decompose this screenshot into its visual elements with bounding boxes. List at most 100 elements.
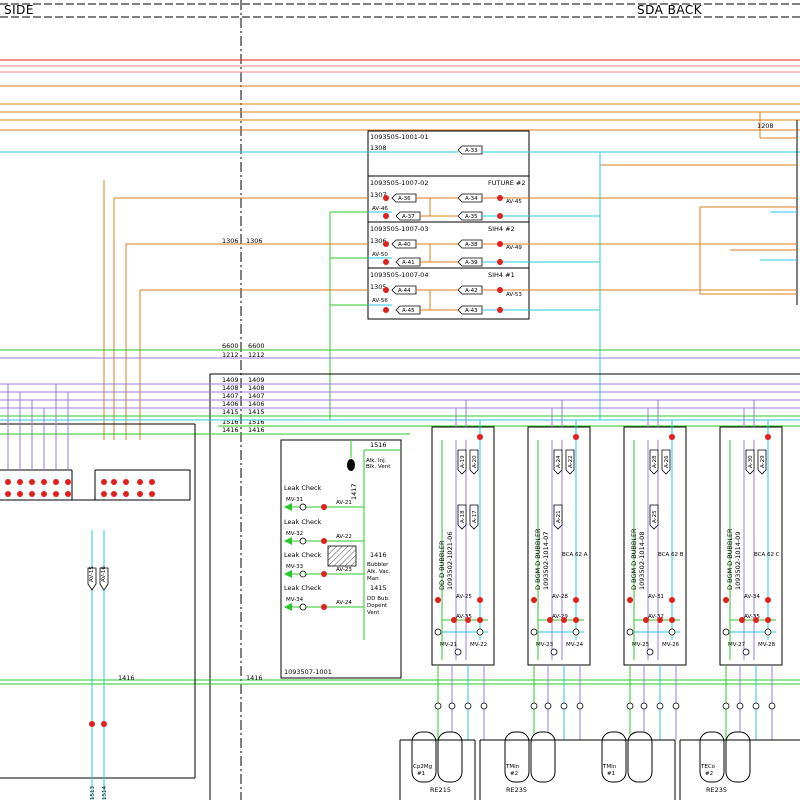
bubbler-av: AV-35 bbox=[456, 614, 472, 620]
bubbler-name: DD D BUBBLER bbox=[438, 540, 446, 590]
leak-check-2: Leak Check bbox=[284, 518, 322, 526]
label-1408-b: 1408 bbox=[248, 384, 265, 392]
tag-a38: A-38 bbox=[465, 242, 478, 248]
valve-dot bbox=[65, 479, 71, 485]
mv-34: MV-34 bbox=[286, 597, 304, 603]
bubbler-text-1: Bubbler bbox=[367, 562, 389, 568]
valve-dot bbox=[465, 617, 471, 623]
bubbler-name: D BGM D BUBBLER bbox=[534, 528, 542, 590]
tag-a35: A-35 bbox=[465, 214, 478, 220]
leak-panel-1415: 1415 bbox=[370, 584, 387, 592]
fitting bbox=[530, 628, 538, 636]
valve-dot bbox=[765, 597, 771, 603]
tag-marker bbox=[469, 449, 479, 475]
bubbler-name: D BGM D BUBBLER bbox=[630, 528, 638, 590]
bubbler-mv: MV-21 bbox=[440, 642, 457, 648]
valve-dot bbox=[477, 617, 483, 623]
label-1212-a: 1212 bbox=[222, 351, 239, 359]
fitting bbox=[576, 702, 584, 710]
left-tag-1: AV-15 bbox=[89, 566, 95, 582]
valve-dot bbox=[573, 434, 579, 440]
leak-check-panel: 1093507-1001 1516 1417 Alk. Inj. Blk. Ve… bbox=[280, 439, 402, 679]
tag-marker bbox=[457, 449, 467, 475]
bubbler-tag: A-24 bbox=[556, 455, 562, 468]
mv-33: MV-33 bbox=[286, 564, 304, 570]
bubbler-name: D BGM D BUBBLER bbox=[726, 528, 734, 590]
tank-group-3: RE235 bbox=[706, 786, 727, 794]
valve-dot bbox=[123, 479, 129, 485]
middle-buses bbox=[0, 349, 800, 800]
bga-label: BCA 62 B bbox=[658, 552, 684, 558]
tag-a33: A-33 bbox=[465, 148, 478, 154]
tag-a41: A-41 bbox=[402, 260, 415, 266]
av-23: AV-23 bbox=[336, 567, 352, 573]
tank-group-1: RE215 bbox=[430, 786, 451, 794]
source-tank: Cp2Mg#1 bbox=[411, 731, 463, 783]
fitting bbox=[530, 702, 538, 710]
fitting bbox=[742, 648, 750, 656]
manifold-piping bbox=[0, 151, 797, 420]
gas-manifold: 1093505-1001-01 1308 A-33 1093505-1007-0… bbox=[0, 130, 797, 420]
fitting bbox=[656, 702, 664, 710]
bubbler-mv: MV-24 bbox=[566, 642, 584, 648]
bubbler-av: AV-25 bbox=[456, 594, 472, 600]
bubbler-mv: MV-27 bbox=[728, 642, 746, 648]
bubbler-tag: A-25 bbox=[652, 510, 658, 523]
fitting bbox=[736, 702, 744, 710]
tag-marker bbox=[457, 504, 467, 530]
leak-panel-1516: 1516 bbox=[370, 441, 387, 449]
fitting bbox=[434, 702, 442, 710]
manifold-line-1306: 1306 bbox=[370, 237, 387, 245]
av-45: AV-45 bbox=[506, 199, 522, 205]
valve-dot bbox=[669, 617, 675, 623]
label-1415-a: 1415 bbox=[222, 408, 239, 416]
leak-panel-1417: 1417 bbox=[350, 483, 358, 500]
bubbler-id: 1093502-1021-06 bbox=[446, 532, 454, 590]
tank-label: TMIn bbox=[602, 764, 617, 770]
tag-marker bbox=[661, 449, 671, 475]
valve-dot bbox=[657, 617, 663, 623]
dd-text-2: Dopent bbox=[367, 603, 388, 609]
leak-check-1: Leak Check bbox=[284, 484, 322, 492]
fitting bbox=[544, 702, 552, 710]
label-1409-b: 1409 bbox=[248, 376, 265, 384]
valve-dot bbox=[451, 617, 457, 623]
bubbler-av: AV-32 bbox=[648, 614, 664, 620]
fitting bbox=[626, 702, 634, 710]
tag-a36: A-36 bbox=[398, 196, 411, 202]
bubbler-text-2: Alk. Vac. bbox=[367, 569, 391, 575]
label-1514: 1514 bbox=[102, 786, 108, 800]
bubbler-av: AV-35 bbox=[744, 614, 760, 620]
bubbler-mv: MV-22 bbox=[470, 642, 487, 648]
av-21: AV-21 bbox=[336, 500, 352, 506]
dd-text-3: Vent bbox=[367, 610, 380, 616]
left-tag-2: AV-16 bbox=[101, 566, 107, 582]
tag-a44: A-44 bbox=[398, 288, 411, 294]
label-1513: 1513 bbox=[90, 786, 96, 800]
label-1416-c: 1416 bbox=[118, 674, 135, 682]
manifold-line-1307: 1307 bbox=[370, 191, 387, 199]
label-1407-b: 1407 bbox=[248, 392, 265, 400]
fitting bbox=[722, 702, 730, 710]
valve-dot bbox=[573, 617, 579, 623]
tank-label: Cp2Mg bbox=[413, 764, 432, 770]
leak-check-4: Leak Check bbox=[284, 584, 322, 592]
valve-dot bbox=[29, 491, 35, 497]
fitting bbox=[434, 628, 442, 636]
tank-number: #2 bbox=[510, 771, 518, 777]
bubbler-tag: A-21 bbox=[556, 510, 562, 523]
valve-dot bbox=[101, 479, 107, 485]
valve-dot bbox=[137, 479, 143, 485]
tank-number: #1 bbox=[607, 771, 615, 777]
tag-marker bbox=[469, 504, 479, 530]
fitting bbox=[448, 702, 456, 710]
valve-dot bbox=[123, 491, 129, 497]
bubbler-tag: A-22 bbox=[568, 455, 574, 468]
fitting bbox=[560, 702, 568, 710]
tag-a37: A-37 bbox=[402, 214, 415, 220]
label-1516-a: 1516 bbox=[222, 418, 239, 426]
source-tank: TMIn#1 bbox=[601, 731, 653, 783]
